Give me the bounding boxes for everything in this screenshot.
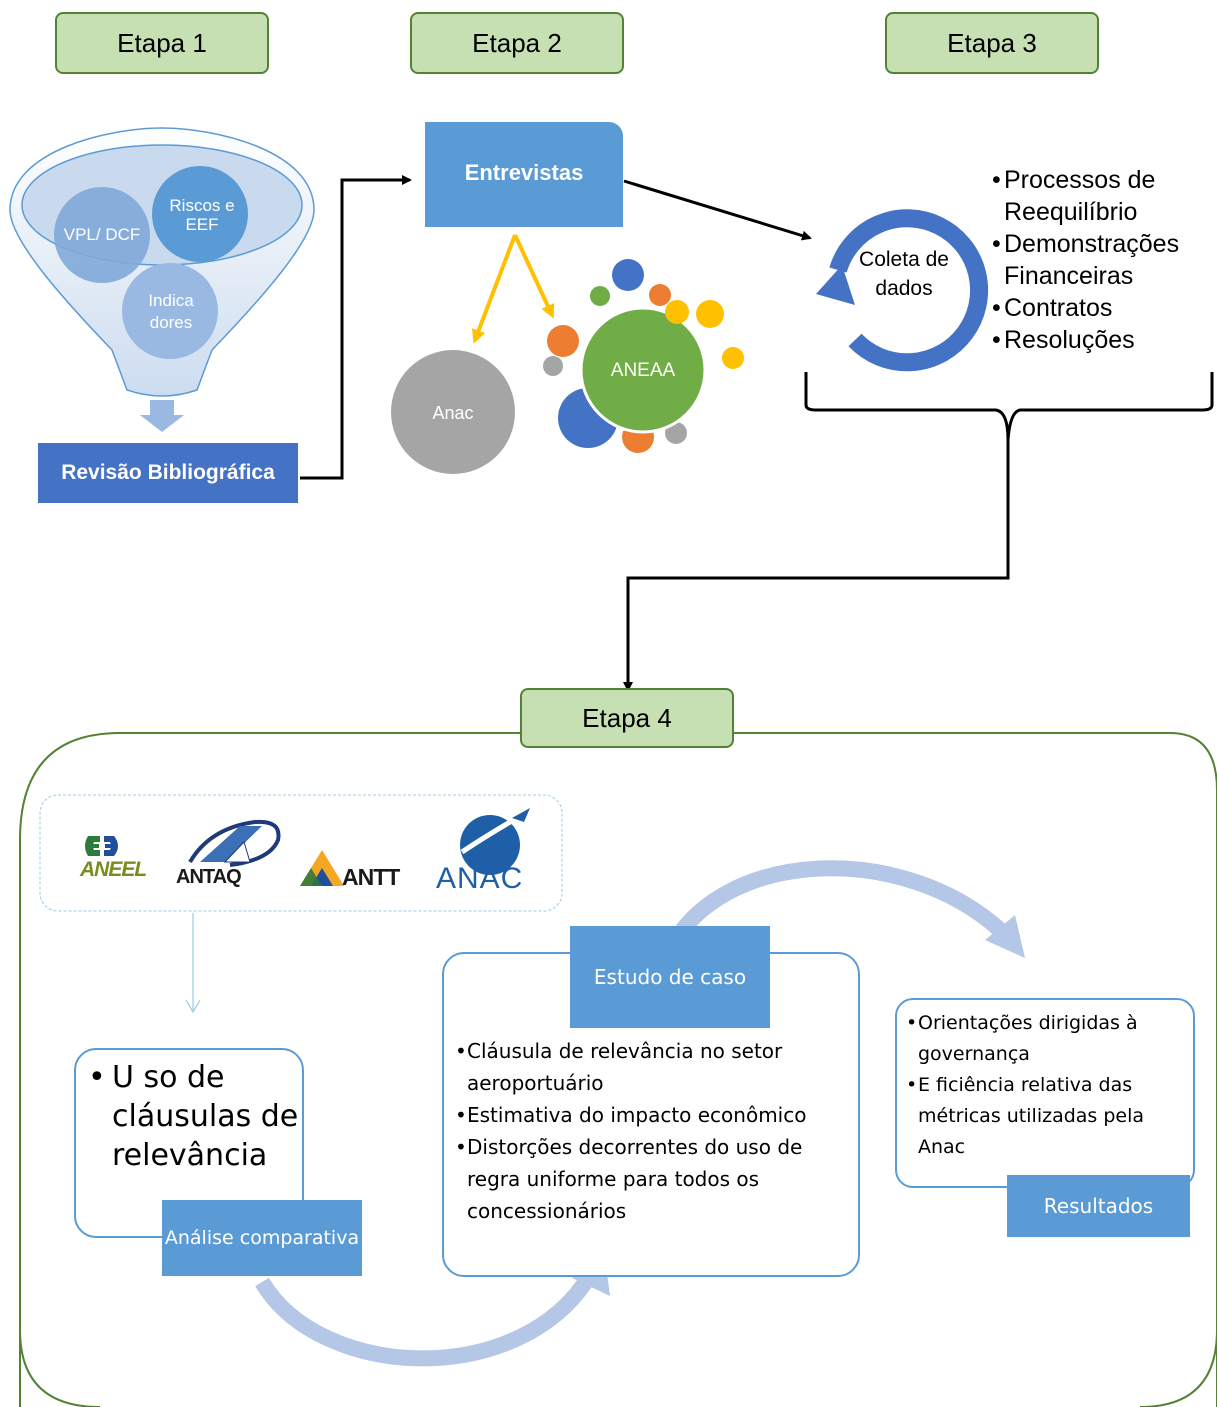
antaq-logo: ANTAQ [176, 866, 242, 888]
coleta-de-dados-label: Coleta de dados [859, 248, 949, 300]
data-item: Contratos [992, 292, 1214, 324]
aneel-logo-mark [85, 836, 118, 856]
circle-indicadores-label: Indica dores [148, 291, 194, 332]
data-item: Processos de Reequilíbrio [992, 164, 1214, 228]
data-collection-list: Processos de Reequilíbrio Demonstrações … [992, 164, 1214, 356]
entrevistas-box: Entrevistas [425, 122, 623, 227]
stage-2-header: Etapa 2 [410, 12, 624, 74]
antaq-logo-mark [188, 819, 281, 867]
bubble-gray-left [543, 356, 563, 376]
circle-vpl-label: VPL/ DCF [63, 225, 141, 244]
anac-logo-mark [460, 808, 530, 875]
antt-logo-mark [300, 850, 344, 886]
cycle-arrow-top [662, 860, 1006, 954]
connector-revisao-entrevistas [300, 175, 412, 480]
brace [804, 372, 1214, 441]
anac-label: Anac [432, 402, 474, 423]
comparative-bullet: •U so de cláusulas de relevância [88, 1060, 299, 1173]
bubble-blue-top [612, 259, 644, 291]
circle-riscos [152, 166, 248, 262]
bubble-orange-small [649, 284, 671, 306]
case-study-item: Cláusula de relevância no setor aeroport… [455, 1035, 847, 1099]
circle-vpl [54, 187, 150, 283]
stage-4-header: Etapa 4 [520, 688, 734, 748]
results-item: E ficiência relativa das métricas utiliz… [906, 1070, 1188, 1163]
bubble-gold-2 [696, 300, 724, 328]
bubble-gold-3 [722, 347, 744, 369]
arrow-to-aneaa [513, 234, 555, 319]
case-study-item: Distorções decorrentes do uso de regra u… [455, 1131, 847, 1227]
aneaa-label: ANEAA [610, 360, 676, 381]
connector-brace-etapa4 [623, 440, 1010, 692]
bubble-orange-left [547, 325, 579, 357]
connector-entrevistas-coleta [623, 179, 812, 241]
stage-1-header: Etapa 1 [55, 12, 269, 74]
analise-comparativa-label: Análise comparativa [162, 1200, 362, 1276]
bubble-anac [391, 350, 515, 474]
cycle-arrow-bottom [255, 1270, 597, 1367]
antt-logo: ANTT [342, 864, 400, 890]
resultados-label: Resultados [1007, 1175, 1190, 1237]
bubble-gold-1 [665, 300, 689, 324]
results-item: Orientações dirigidas à governança [906, 1008, 1188, 1070]
data-item: Resoluções [992, 324, 1214, 356]
cycle-arrow [829, 209, 989, 372]
funnel-down-arrow [140, 400, 184, 432]
circle-riscos-label: Riscos e EEF [169, 196, 235, 234]
data-item: Demonstrações Financeiras [992, 228, 1214, 292]
case-study-item: Estimativa do impacto econômico [455, 1099, 847, 1131]
case-study-bullets: Cláusula de relevância no setor aeroport… [455, 1035, 847, 1227]
bubble-aneaa [579, 306, 707, 434]
aneel-logo: ANEEL [80, 858, 147, 881]
circle-indicadores [122, 263, 218, 359]
anac-logo: ANAC [436, 862, 524, 895]
stage-3-header: Etapa 3 [885, 12, 1099, 74]
bubble-green-small [590, 286, 610, 306]
logos-panel [39, 794, 563, 912]
bubble-gray-bottom [665, 422, 687, 444]
estudo-de-caso-label: Estudo de caso [570, 926, 770, 1028]
arrow-to-anac [472, 234, 517, 344]
revisao-bibliografica-box: Revisão Bibliográfica [38, 443, 298, 503]
results-bullets: Orientações dirigidas à governança E fic… [906, 1008, 1188, 1163]
